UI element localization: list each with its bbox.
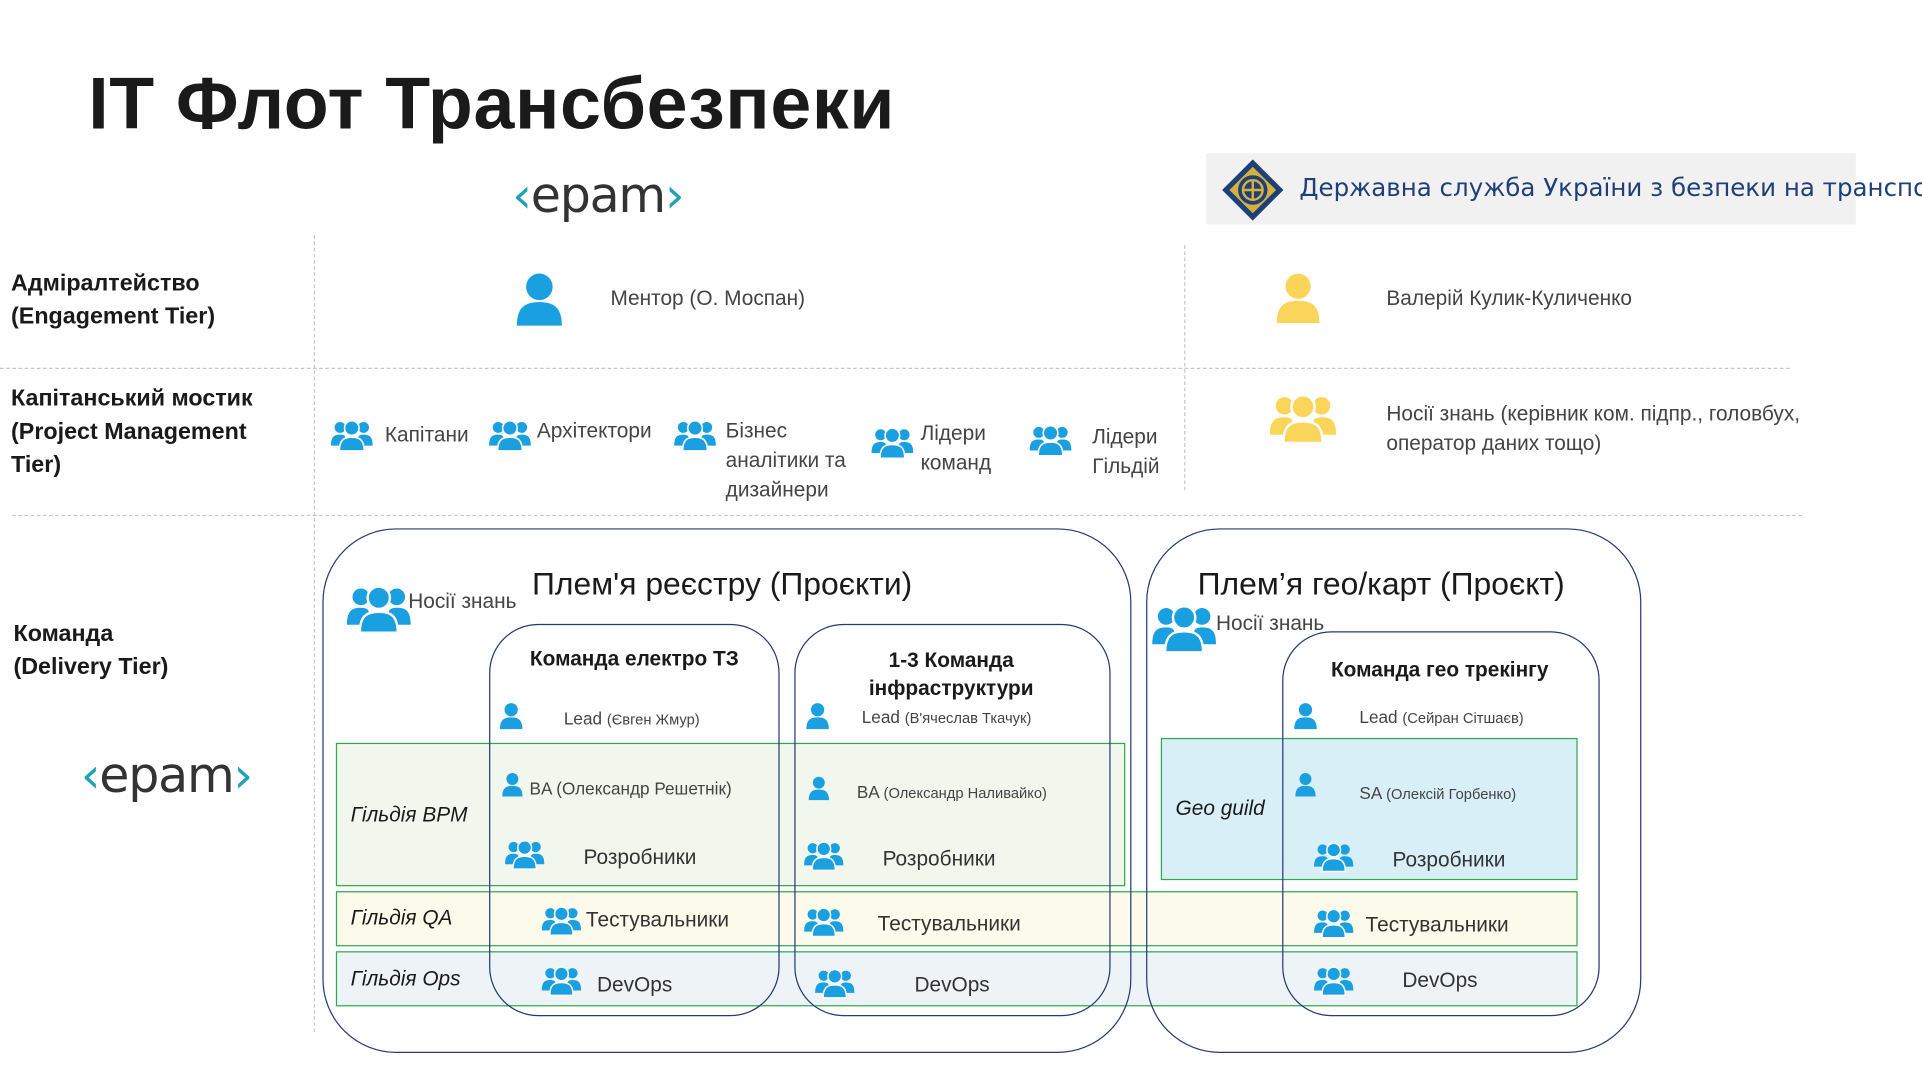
geo-guild-label: Geo guild xyxy=(1175,796,1265,821)
team-geo-tracking xyxy=(1282,631,1600,1017)
mentor-label: Ментор (О. Моспан) xyxy=(610,286,806,311)
tier-delivery: Команда(Delivery Tier) xyxy=(13,621,169,681)
infra-lead-person-icon xyxy=(806,703,829,730)
guild-ops-band xyxy=(335,951,1578,1007)
agency-name: Державна служба України з безпеки на тра… xyxy=(1299,172,1922,203)
client-person-label: Валерій Кулик-Куличенко xyxy=(1386,286,1633,311)
geo-devops-label: DevOps xyxy=(1402,968,1478,992)
geo-sa-label: SA (Олексій Горбенко) xyxy=(1359,783,1517,803)
knowledge-holders-group-icon xyxy=(1268,394,1338,445)
epam-logo-delivery: ‹epam› xyxy=(80,747,253,805)
agency-emblem-icon xyxy=(1222,159,1284,221)
guild-qa-label: Гільдія QA xyxy=(350,905,453,930)
column-divider xyxy=(313,235,316,1033)
analysts-group-icon xyxy=(673,419,717,452)
tier-engagement: Адміралтейство(Engagement Tier) xyxy=(11,270,216,330)
architects-label: Архітектори xyxy=(536,419,652,443)
electro-lead-person-icon xyxy=(499,703,523,730)
infra-ba-label: BA (Олександр Наливайко) xyxy=(856,782,1047,802)
geo-testers-group-icon xyxy=(1313,908,1355,939)
tribe-registry xyxy=(322,528,1132,1053)
geo-devops-group-icon xyxy=(1313,966,1355,997)
registry-knowledge-group-icon xyxy=(345,585,412,634)
row-divider xyxy=(0,367,1790,369)
geo-knowledge-group-icon xyxy=(1151,605,1218,654)
electro-devs-group-icon xyxy=(504,840,545,870)
geo-lead-person-icon xyxy=(1294,703,1317,730)
infra-testers-label: Тестувальники xyxy=(877,911,1021,936)
infra-testers-group-icon xyxy=(803,907,845,938)
team-infra xyxy=(794,623,1111,1017)
electro-testers-group-icon xyxy=(541,906,582,937)
geo-knowledge-label: Носії знань xyxy=(1215,611,1325,635)
tribe-geo xyxy=(1146,528,1642,1053)
electro-ba-label: BA (Олександр Решетнік) xyxy=(529,778,732,798)
tribe-geo-title: Плем’я гео/карт (Проєкт) xyxy=(1197,565,1565,602)
team-electro xyxy=(489,623,780,1017)
page-title: IT Флот Трансбезпеки xyxy=(88,62,896,145)
team-electro-title: Команда електро ТЗ xyxy=(529,647,739,671)
infra-devs-group-icon xyxy=(803,841,845,872)
agency-logo-panel xyxy=(1206,153,1856,225)
geo-devs-label: Розробники xyxy=(1392,848,1506,872)
infra-ba-person-icon xyxy=(808,776,829,801)
infra-devops-label: DevOps xyxy=(914,973,990,997)
client-person-icon xyxy=(1276,273,1320,324)
geo-devs-group-icon xyxy=(1313,842,1355,873)
electro-lead-label: Lead (Євген Жмур) xyxy=(563,708,700,729)
architects-group-icon xyxy=(488,419,532,452)
guild-bpm-band xyxy=(335,742,1126,887)
captains-label: Капітани xyxy=(384,422,469,447)
infra-lead-label: Lead (В'ячеслав Ткачук) xyxy=(861,707,1032,727)
electro-testers-label: Тестувальники xyxy=(585,908,730,932)
guild-leads-group-icon xyxy=(1028,424,1073,457)
electro-devops-label: DevOps xyxy=(596,973,673,997)
column-divider xyxy=(1184,245,1186,491)
electro-ba-person-icon xyxy=(502,773,523,797)
captains-group-icon xyxy=(330,419,374,452)
tribe-registry-title: Плем'я реєстру (Проєкти) xyxy=(531,565,913,602)
team-geo-tracking-title: Команда гео трекінгу xyxy=(1330,658,1549,682)
team-leads-group-icon xyxy=(870,427,915,460)
mentor-person-icon xyxy=(516,273,562,326)
infra-devops-group-icon xyxy=(814,968,856,999)
electro-devops-group-icon xyxy=(541,966,582,997)
guild-bpm-label: Гільдія BPM xyxy=(350,802,468,827)
electro-devs-label: Розробники xyxy=(583,845,697,870)
infra-devs-label: Розробники xyxy=(882,847,996,871)
geo-testers-label: Тестувальники xyxy=(1365,913,1509,937)
registry-knowledge-label: Носії знань xyxy=(408,589,517,613)
knowledge-holders-label: Носії знань (керівник ком. підпр., голов… xyxy=(1386,402,1801,455)
row-divider xyxy=(12,514,1802,517)
geo-lead-label: Lead (Сейран Сітшаєв) xyxy=(1359,707,1524,727)
geo-sa-person-icon xyxy=(1295,773,1316,797)
guild-qa-band xyxy=(335,891,1578,947)
geo-guild-band xyxy=(1160,737,1578,881)
epam-logo: ‹epam› xyxy=(512,167,684,225)
